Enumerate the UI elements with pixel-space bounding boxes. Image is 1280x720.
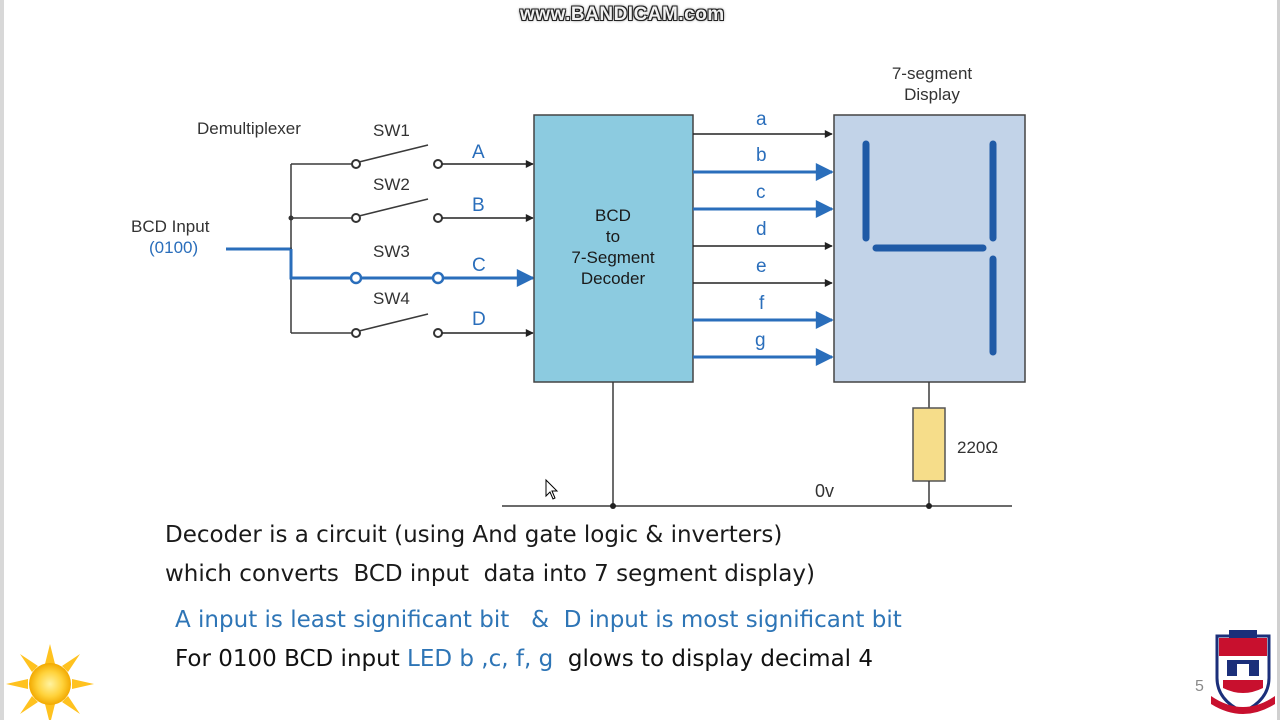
decoder-label-line2: to <box>606 227 620 246</box>
switch-sw1: SW1 <box>351 121 443 169</box>
caption-line-4-highlight: LED b ,c, f, g <box>407 646 554 672</box>
sw1-label: SW1 <box>373 121 410 140</box>
caption-line-4-suffix: glows to display decimal 4 <box>553 646 874 672</box>
displayed-digit-4 <box>862 140 997 356</box>
output-label-f: f <box>759 293 765 314</box>
bandicam-watermark: www.BANDICAM.com <box>520 4 725 25</box>
caption-line-4-prefix: For 0100 BCD input <box>175 646 408 672</box>
demultiplexer-label: Demultiplexer <box>197 119 301 138</box>
resistor-label: 220Ω <box>957 438 998 457</box>
decoder-box <box>533 114 694 383</box>
decoder-label-line3: 7-Segment <box>571 248 654 267</box>
sw4-label: SW4 <box>373 289 410 308</box>
right-frame-border <box>1277 0 1280 720</box>
output-label-c: c <box>756 182 766 203</box>
bcd-input-value: (0100) <box>149 238 198 257</box>
bcd-input-label: BCD Input <box>131 217 210 236</box>
output-label-a: a <box>756 109 767 130</box>
switch-sw2: SW2 <box>351 175 443 223</box>
input-label-a: A <box>472 142 485 163</box>
sw3-label: SW3 <box>373 242 410 261</box>
sw3-active-path <box>289 249 356 280</box>
caption-line-1: Decoder is a circuit (using And gate log… <box>165 522 783 548</box>
decoder-label-line1: BCD <box>595 206 631 225</box>
ground-junction-dot <box>610 503 616 509</box>
output-label-g: g <box>755 330 766 351</box>
input-label-b: B <box>472 195 485 216</box>
output-label-b: b <box>756 145 767 166</box>
slide-page-number: 5 <box>1195 678 1204 695</box>
output-label-d: d <box>756 219 767 240</box>
display-label-line2: Display <box>904 85 960 104</box>
resistor-220-ohm <box>912 407 946 482</box>
sw2-label: SW2 <box>373 175 410 194</box>
display-label-line1: 7-segment <box>892 64 973 83</box>
switch-sw4: SW4 <box>351 289 443 338</box>
output-label-e: e <box>756 256 767 277</box>
caption-line-2: which converts BCD input data into 7 seg… <box>165 561 815 587</box>
sun-icon <box>6 644 94 720</box>
input-label-c: C <box>472 255 486 276</box>
ground-junction-dot <box>926 503 932 509</box>
caption-line-4: For 0100 BCD input LED b ,c, f, g glows … <box>175 648 873 671</box>
switch-sw3: SW3 <box>349 242 445 285</box>
caption-line-3: A input is least significant bit & D inp… <box>175 607 902 633</box>
left-frame-border <box>0 0 4 720</box>
ground-label: 0v <box>815 481 834 501</box>
college-logo-icon <box>1211 630 1275 714</box>
decoder-label-line4: Decoder <box>581 269 646 288</box>
input-label-d: D <box>472 309 486 330</box>
mouse-cursor-icon <box>545 478 559 500</box>
